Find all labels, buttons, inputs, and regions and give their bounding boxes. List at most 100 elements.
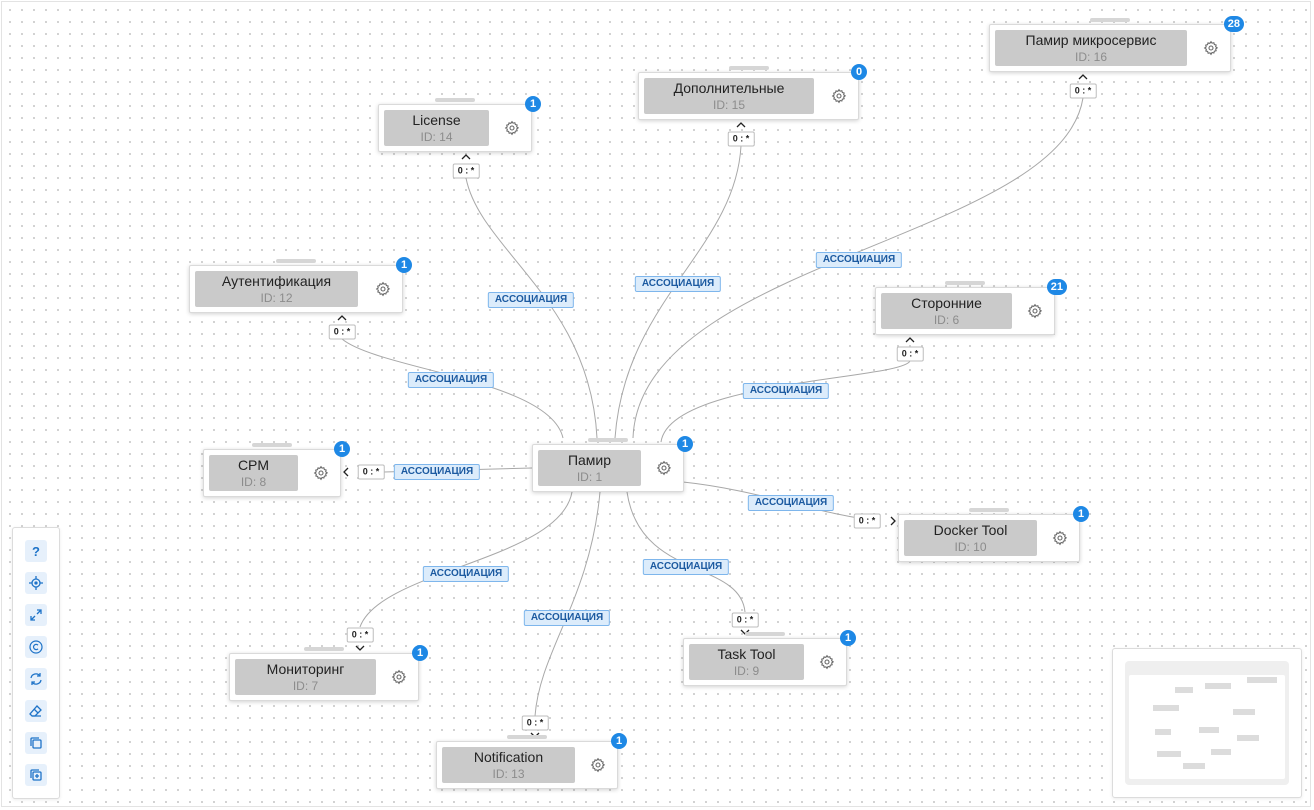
node-pamir[interactable]: Памир ID: 1 1 <box>532 436 693 492</box>
expand-icon[interactable] <box>25 604 47 626</box>
minimap-node <box>1175 687 1193 693</box>
minimap-node <box>1153 705 1179 711</box>
minimap-node <box>1155 729 1171 735</box>
node-cpm[interactable]: CPM ID: 8 1 <box>203 441 350 497</box>
edge-label-monit[interactable]: АССОЦИАЦИЯ <box>422 566 510 582</box>
minimap-node <box>1247 677 1277 683</box>
drag-handle[interactable] <box>588 438 628 442</box>
edge-label-storon[interactable]: АССОЦИАЦИЯ <box>742 383 830 399</box>
drag-handle[interactable] <box>969 508 1009 512</box>
node-auth[interactable]: Аутентификация ID: 12 1 <box>189 257 412 313</box>
edge-label-auth[interactable]: АССОЦИАЦИЯ <box>407 372 495 388</box>
drag-handle[interactable] <box>728 66 769 70</box>
drag-handle[interactable] <box>507 735 547 739</box>
node-docker[interactable]: Docker Tool ID: 10 1 <box>898 506 1089 562</box>
node-label-box: CPM ID: 8 <box>209 455 298 491</box>
node-title: Docker Tool <box>933 522 1008 538</box>
node-label-box: Task Tool ID: 9 <box>689 644 804 680</box>
gear-icon[interactable] <box>1051 529 1069 547</box>
gear-icon[interactable] <box>655 459 673 477</box>
edge-label-license[interactable]: АССОЦИАЦИЯ <box>487 292 575 308</box>
node-title: Task Tool <box>717 646 776 662</box>
edge-label-dop[interactable]: АССОЦИАЦИЯ <box>634 276 722 292</box>
drag-handle[interactable] <box>945 281 985 285</box>
gear-icon[interactable] <box>503 119 521 137</box>
drag-handle[interactable] <box>745 632 785 636</box>
edge-label-cpm[interactable]: АССОЦИАЦИЯ <box>393 464 481 480</box>
node-micro[interactable]: Памир микросервис ID: 16 28 <box>989 16 1244 72</box>
node-label-box: Памир ID: 1 <box>538 450 641 486</box>
count-badge: 28 <box>1223 16 1244 32</box>
minimap-node <box>1211 749 1231 755</box>
drag-handle[interactable] <box>304 647 344 651</box>
node-id: ID: 12 <box>260 291 293 305</box>
gear-icon[interactable] <box>1026 302 1044 320</box>
help-icon[interactable]: ? <box>25 540 47 562</box>
node-monit[interactable]: Мониторинг ID: 7 1 <box>229 645 428 701</box>
node-id: ID: 1 <box>576 470 603 484</box>
node-task[interactable]: Task Tool ID: 9 1 <box>683 630 856 686</box>
multiplicity-storon: 0 : * <box>896 346 924 362</box>
node-title: Дополнительные <box>673 80 785 96</box>
multiplicity-task: 0 : * <box>731 612 759 628</box>
multiplicity-cpm: 0 : * <box>357 464 385 480</box>
eraser-icon[interactable] <box>25 700 47 722</box>
edge-label-micro[interactable]: АССОЦИАЦИЯ <box>815 252 903 268</box>
multiplicity-monit: 0 : * <box>346 627 374 643</box>
count-badge: 1 <box>677 436 693 452</box>
minimap[interactable] <box>1112 648 1302 798</box>
drag-handle[interactable] <box>276 259 316 263</box>
multiplicity-auth: 0 : * <box>328 324 356 340</box>
gear-icon[interactable] <box>589 756 607 774</box>
copyright-icon[interactable] <box>25 636 47 658</box>
node-notif[interactable]: Notification ID: 13 1 <box>436 733 627 789</box>
count-badge: 1 <box>1073 506 1089 522</box>
gear-icon[interactable] <box>1202 39 1220 57</box>
minimap-node <box>1183 763 1205 769</box>
minimap-node <box>1205 683 1231 689</box>
node-id: ID: 7 <box>292 679 319 693</box>
gear-icon[interactable] <box>374 280 392 298</box>
minimap-node <box>1237 735 1259 741</box>
multiplicity-micro: 0 : * <box>1069 83 1097 99</box>
count-badge: 1 <box>334 441 350 457</box>
gear-icon[interactable] <box>818 653 836 671</box>
node-label-box: Памир микросервис ID: 16 <box>995 30 1187 66</box>
drag-handle[interactable] <box>435 98 475 102</box>
node-title: License <box>412 112 461 128</box>
copy-icon[interactable] <box>25 732 47 754</box>
node-title: CPM <box>237 457 270 473</box>
multiplicity-docker: 0 : * <box>853 513 881 529</box>
count-badge: 1 <box>396 257 412 273</box>
node-id: ID: 15 <box>712 98 745 112</box>
edge-label-task[interactable]: АССОЦИАЦИЯ <box>642 559 730 575</box>
multiplicity-dop: 0 : * <box>727 131 755 147</box>
edge-label-notif[interactable]: АССОЦИАЦИЯ <box>523 610 611 626</box>
count-badge: 1 <box>611 733 627 749</box>
node-storon[interactable]: Сторонние ID: 6 21 <box>875 279 1067 335</box>
drag-handle[interactable] <box>252 443 292 447</box>
node-license[interactable]: License ID: 14 1 <box>378 96 541 152</box>
node-label-box: Docker Tool ID: 10 <box>904 520 1037 556</box>
node-id: ID: 13 <box>492 767 525 781</box>
gear-icon[interactable] <box>312 464 330 482</box>
node-label-box: Сторонние ID: 6 <box>881 293 1012 329</box>
gear-icon[interactable] <box>390 668 408 686</box>
node-title: Аутентификация <box>221 273 332 289</box>
add-copy-icon[interactable] <box>25 764 47 786</box>
minimap-viewport[interactable] <box>1129 675 1285 779</box>
drag-handle[interactable] <box>1090 18 1130 22</box>
node-label-box: License ID: 14 <box>384 110 489 146</box>
node-dop[interactable]: Дополнительные ID: 15 0 <box>638 64 867 120</box>
refresh-icon[interactable] <box>25 668 47 690</box>
count-badge: 1 <box>840 630 856 646</box>
node-id: ID: 10 <box>954 540 987 554</box>
locate-icon[interactable] <box>25 572 47 594</box>
count-badge: 21 <box>1046 279 1067 295</box>
edge-label-docker[interactable]: АССОЦИАЦИЯ <box>747 495 835 511</box>
minimap-area <box>1125 661 1289 785</box>
count-badge: 1 <box>525 96 541 112</box>
gear-icon[interactable] <box>830 87 848 105</box>
node-title: Памир <box>567 452 612 468</box>
count-badge: 1 <box>412 645 428 661</box>
